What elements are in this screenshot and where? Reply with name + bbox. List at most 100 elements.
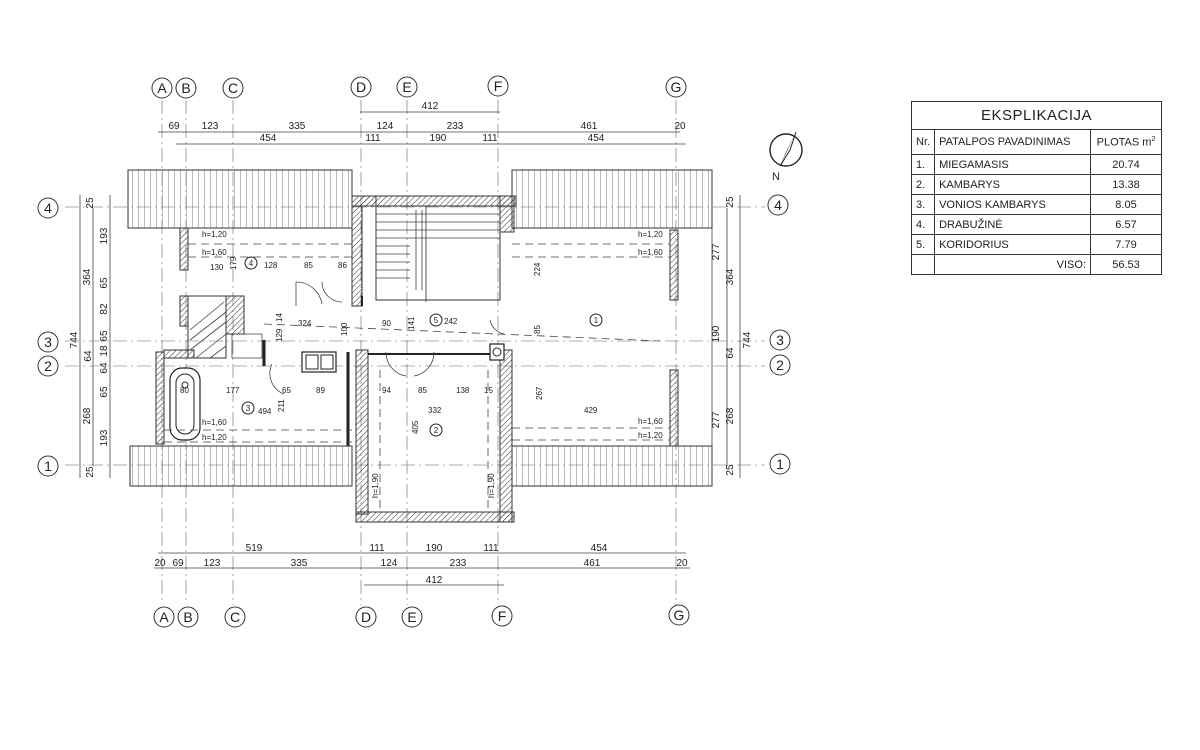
- roof-top-left: [127, 169, 353, 229]
- grid-label-right-4: 4: [774, 197, 782, 213]
- dim-left-64b: 64: [99, 362, 110, 374]
- label-h190-right: h=1,90: [487, 473, 496, 498]
- dim-left-268: 268: [82, 407, 93, 424]
- dim-85-right: 85: [533, 325, 542, 334]
- dim-177: 177: [226, 386, 240, 395]
- explication-col-name: PATALPOS PAVADINIMAS: [934, 129, 1091, 155]
- explication-row-nr: 5.: [910, 234, 936, 255]
- grid-bubbles-bottom: A B C D E F G: [153, 604, 690, 628]
- ceiling-height-lines: [164, 243, 670, 510]
- explication-row: 5. KORIDORIUS 7.79: [910, 234, 1162, 255]
- explication-col-area: PLOTAS m2: [1090, 129, 1162, 155]
- dim-right-190: 190: [711, 325, 722, 342]
- roof-top-right: [511, 169, 713, 229]
- wall-kneewall-right-bottom: [669, 369, 679, 447]
- grid-label-left-2: 2: [44, 358, 52, 374]
- dim-right-277b: 277: [711, 411, 722, 428]
- dimensions-left: 744 364 268 25 193 65 82 65 64 18 64 65 …: [69, 195, 111, 478]
- dim-top-335: 335: [289, 121, 306, 132]
- label-h160-topright: h=1,60: [638, 248, 663, 257]
- explication-row-nr: 1.: [910, 154, 936, 175]
- explication-total-label: VISO:: [934, 254, 1091, 275]
- dim-left-193b: 193: [99, 429, 110, 446]
- dim-65: 65: [282, 386, 291, 395]
- dim-right-64: 64: [725, 347, 736, 359]
- dim-left-82: 82: [99, 303, 110, 315]
- dimensions-bottom: 519 111 190 111 454 20 69 123 335 124 23…: [154, 543, 690, 586]
- north-arrow-icon: N: [769, 131, 803, 183]
- grid-label-right-1: 1: [776, 456, 784, 472]
- dim-left-364: 364: [82, 268, 93, 285]
- explication-row-area: 6.57: [1090, 214, 1162, 235]
- grid-label-top-g: G: [671, 79, 682, 95]
- grid-label-left-1: 1: [44, 458, 52, 474]
- dim-128: 128: [264, 261, 278, 270]
- wall-stair-left: [179, 295, 189, 327]
- explication-row-name: VONIOS KAMBARYS: [934, 194, 1091, 215]
- dim-267: 267: [535, 386, 544, 400]
- dim-right-25b: 25: [725, 464, 736, 476]
- dim-top-123: 123: [202, 121, 219, 132]
- dim-14: 14: [275, 313, 284, 322]
- north-label: N: [772, 171, 780, 183]
- explication-row-name: MIEGAMASIS: [934, 154, 1091, 175]
- room-marker-2: 2: [434, 426, 439, 435]
- explication-col-area-label: PLOTAS m: [1096, 136, 1152, 149]
- dim-bottom-335: 335: [291, 558, 308, 569]
- room-marker-4: 4: [249, 259, 254, 268]
- grid-label-bottom-d: D: [361, 609, 371, 625]
- wall-closet-block: [225, 295, 245, 335]
- explication-total-empty: [910, 254, 936, 275]
- grid-label-top-b: B: [181, 80, 190, 96]
- explication-table: EKSPLIKACIJA Nr. PATALPOS PAVADINIMAS PL…: [910, 101, 1162, 275]
- dim-top-69: 69: [168, 121, 180, 132]
- grid-bubbles-right: 4 3 2 1: [767, 194, 791, 475]
- label-h160-bottomleft: h=1,60: [202, 418, 227, 427]
- dim-429: 429: [584, 406, 598, 415]
- explication-title: EKSPLIKACIJA: [911, 101, 1162, 130]
- dim-left-64a: 64: [83, 350, 94, 362]
- dim-left-65b: 65: [99, 330, 110, 342]
- explication-row-area: 20.74: [1090, 154, 1162, 175]
- room-marker-3: 3: [246, 404, 251, 413]
- dim-130: 130: [210, 263, 224, 272]
- explication-total-value: 56.53: [1090, 254, 1162, 275]
- dimensions-top: 412 69 123 335 124 233 461 20 454 111 19…: [158, 101, 686, 145]
- wall-dormer-top-left: [351, 195, 377, 307]
- dim-top-20: 20: [674, 121, 686, 132]
- dim-bottom-123: 123: [204, 558, 221, 569]
- explication-row: 3. VONIOS KAMBARYS 8.05: [910, 194, 1162, 215]
- dim-top-454b: 454: [588, 133, 605, 144]
- grid-bubbles-top: A B C D E F G: [151, 75, 687, 99]
- staircase-lower: [187, 295, 263, 359]
- dim-bottom-454: 454: [591, 543, 608, 554]
- dim-224: 224: [533, 262, 542, 276]
- dim-right-744: 744: [742, 331, 753, 348]
- dim-bottom-519: 519: [246, 543, 263, 554]
- dim-211: 211: [277, 399, 286, 412]
- grid-label-bottom-b: B: [183, 609, 192, 625]
- dim-top-412: 412: [422, 101, 439, 112]
- dim-left-25b: 25: [85, 466, 96, 478]
- wall-dormer-bottom-left: [355, 349, 369, 515]
- dim-138: 138: [456, 386, 470, 395]
- staircase-upper: [375, 205, 501, 301]
- bathtub: [169, 367, 201, 441]
- grid-bubbles-left: 4 3 2 1: [37, 197, 59, 477]
- dim-top-461: 461: [581, 121, 598, 132]
- dim-90: 90: [382, 319, 391, 328]
- explication-row-name: DRABUŽINĖ: [934, 214, 1091, 235]
- dimensions-right: 744 364 268 25 277 190 64 277 25: [711, 195, 753, 478]
- grid-label-top-c: C: [228, 80, 238, 96]
- dim-right-277a: 277: [711, 243, 722, 260]
- explication-row-area: 8.05: [1090, 194, 1162, 215]
- dim-89: 89: [316, 386, 325, 395]
- dim-141: 141: [407, 316, 416, 330]
- dim-bottom-124: 124: [381, 558, 398, 569]
- dim-179: 179: [229, 256, 238, 270]
- dim-bottom-69: 69: [172, 558, 184, 569]
- dim-bottom-461: 461: [584, 558, 601, 569]
- dim-332: 332: [428, 406, 442, 415]
- label-h160-bottomright: h=1,60: [638, 417, 663, 426]
